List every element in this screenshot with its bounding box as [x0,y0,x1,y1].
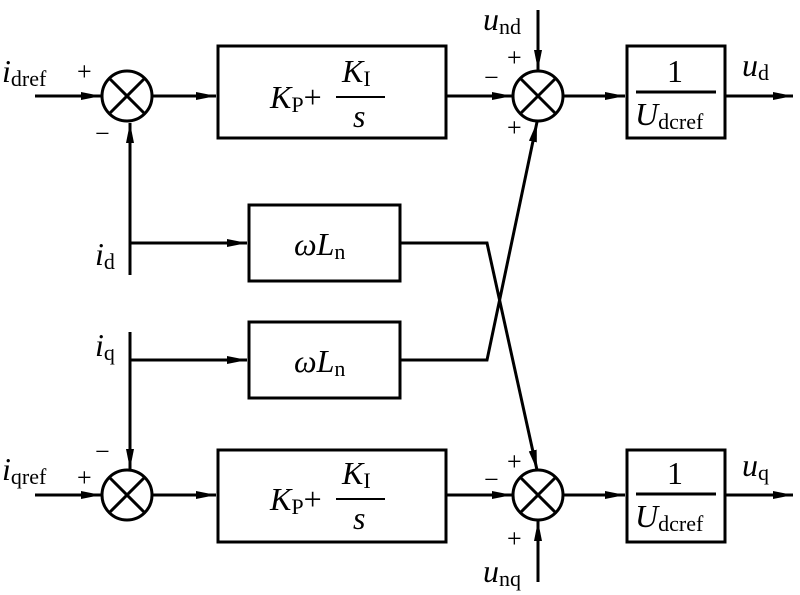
gain-d-den: Udcref [635,96,704,134]
label-unq: unq [483,553,521,591]
omega-ln-block-lower [247,320,402,400]
pi-q-ki: KI [341,455,371,493]
sign-sum4-minus: − [484,465,499,494]
gain-q-num: 1 [667,455,683,491]
pi-q-s: s [353,500,365,536]
wl-lower-text: ωLn [294,343,345,381]
label-idref: idref [2,53,47,91]
gain-block-q [625,448,727,544]
omega-ln-block-upper [247,203,402,283]
label-ud: ud [742,47,769,85]
gain-q-den: Udcref [635,498,704,536]
pi-d-s: s [353,98,365,134]
sign-sum2-plus-bottom: + [507,113,522,142]
sign-sum2-minus: − [484,63,499,92]
pi-d-ki: KI [341,53,371,91]
pi-d-kp: KP+ [269,79,322,117]
sign-sum2-plus-top: + [507,43,522,72]
label-id: id [95,236,115,274]
label-iq: iq [95,327,115,365]
wire-wl1-to-sumq2 [400,241,539,471]
sign-sum3-plus: + [77,463,92,492]
label-und: und [483,1,521,39]
gain-d-num: 1 [667,53,683,89]
pi-q-kp: KP+ [269,481,322,519]
sign-sum1-plus: + [77,57,92,86]
label-uq: uq [742,447,769,485]
wire-wl2-to-sumd2 [400,121,539,362]
pi-controller-q [216,448,448,544]
sign-sum3-minus: − [95,437,110,466]
wl-upper-text: ωLn [294,226,345,264]
label-iqref: iqref [2,451,47,489]
sign-sum1-minus: − [95,119,110,148]
sign-sum4-plus-top: + [507,447,522,476]
sign-sum4-plus-bottom: + [507,524,522,553]
pi-controller-d [216,44,448,140]
